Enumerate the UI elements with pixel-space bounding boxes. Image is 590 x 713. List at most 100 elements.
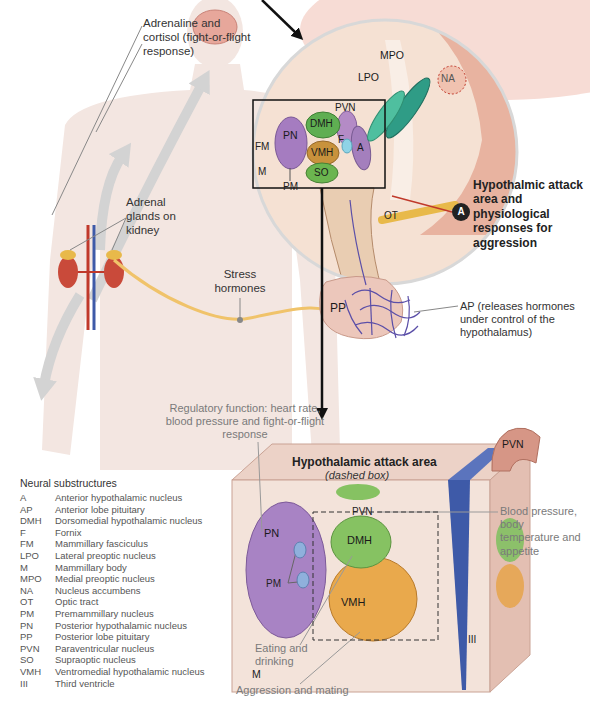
legend-entry: NA (20, 585, 54, 596)
stress-hormone-path (114, 260, 345, 319)
nucleus-label: A (357, 143, 364, 153)
legend-entry: M (20, 562, 54, 573)
nucleus-shape (492, 428, 540, 471)
legend-entry: VMH (20, 666, 54, 677)
legend-entry: Premammillary nucleus (55, 608, 225, 619)
legend-entry: Ventromedial hypothalamic nucleus (55, 666, 225, 677)
capillary (350, 200, 366, 285)
text-label: PM (283, 181, 305, 193)
nucleus-shape (348, 125, 373, 171)
leader-line (112, 218, 126, 250)
legend-entry: AP (20, 504, 54, 515)
text-label: NA (441, 73, 467, 85)
hormone-arrow (92, 84, 202, 300)
legend-entry: OT (20, 596, 54, 607)
legend-entry: Third ventricle (55, 678, 225, 689)
legend-entry: Fornix (55, 527, 225, 538)
legend-entry: LPO (20, 550, 54, 561)
text-label: OT (384, 210, 406, 222)
nucleus-shape (362, 87, 410, 145)
legend-entry: PP (20, 631, 54, 642)
legend-entry: Dorsomedial hypothalamic nucleus (55, 515, 225, 526)
nucleus-label: VMH (311, 148, 333, 158)
nucleus-shape (246, 502, 326, 638)
text-label: III (468, 634, 488, 646)
block-side (490, 444, 530, 692)
nucleus-accumbens (438, 66, 466, 94)
leader-dot (237, 317, 243, 323)
text-label: F (338, 134, 348, 146)
adrenal-gland (60, 250, 76, 260)
legend-entry: PM (20, 608, 54, 619)
legend-entry: SO (20, 654, 54, 665)
text-label: Stress hormones (208, 268, 272, 296)
nucleus-outline (274, 116, 308, 170)
legend-entry: Lateral preoptic nucleus (55, 550, 225, 561)
legend-entry: Medial preoptic nucleus (55, 573, 225, 584)
legend-entry: Nucleus accumbens (55, 585, 225, 596)
legend-entry: Anterior lobe pituitary (55, 504, 225, 515)
nucleus-label: VMH (341, 597, 365, 608)
text-label: Hypothalamic attack area (292, 455, 452, 469)
nucleus-node: DMH (305, 110, 341, 140)
leader-line (96, 44, 142, 132)
nucleus-label: SO (314, 168, 328, 178)
nucleus-outline (327, 555, 419, 643)
legend-entry: FM (20, 538, 54, 549)
adrenal-gland (106, 250, 122, 260)
text-label: Aggression and mating (236, 684, 386, 697)
text-label: Adrenal glands on kidney (126, 196, 188, 237)
nucleus-shape (306, 112, 340, 138)
text-label: Neural substructures (20, 477, 180, 490)
legend-entry: DMH (20, 515, 54, 526)
nucleus-node: PVN (486, 423, 544, 473)
nucleus-label: DMH (310, 119, 333, 129)
nucleus-shape (306, 163, 338, 183)
leader-line (290, 168, 291, 181)
text-label: PVN (352, 506, 382, 518)
nucleus-node: VMH (306, 140, 340, 166)
callout-line (392, 196, 452, 212)
nucleus-label: PVN (335, 103, 356, 113)
legend-entry: Mammillary fasciculus (55, 538, 225, 549)
nucleus-node: SO (305, 162, 339, 184)
text-label: AP (releases hormones under control of t… (460, 300, 586, 340)
text-label: A (452, 206, 470, 218)
text-label: PM (266, 578, 288, 590)
nucleus-shape (329, 557, 417, 641)
text-label: Regulatory function: heart rate, blood p… (165, 402, 325, 442)
legend-entry: Posterior lobe pituitary (55, 631, 225, 642)
legend-entry: Optic tract (55, 596, 225, 607)
nucleus-shape (275, 117, 307, 169)
legend-entry: A (20, 492, 54, 503)
pituitary-stalk (320, 188, 382, 290)
text-label: Eating and drinking (255, 642, 335, 668)
legend-entry: PVN (20, 643, 54, 654)
top-nucleus (336, 484, 380, 500)
zoom-box (253, 100, 385, 188)
text-label: (dashed box) (325, 469, 415, 482)
leader-line (240, 298, 241, 318)
legend-entry: Supraoptic nucleus (55, 654, 225, 665)
legend-entry: Posterior hypothalamic nucleus (55, 620, 225, 631)
nucleus-shape (331, 516, 391, 568)
nucleus-label: PP (330, 302, 346, 314)
hormone-arrow (44, 295, 80, 385)
leader-line (52, 26, 142, 215)
legend-entry: Mammillary body (55, 562, 225, 573)
legend-entry: PN (20, 620, 54, 631)
nucleus-node: LPO (356, 70, 406, 152)
nucleus-label: PVN (502, 439, 524, 450)
text-label: M (258, 166, 272, 178)
nucleus-shape (307, 141, 339, 165)
legend-entry: Anterior hypothalamic nucleus (55, 492, 225, 503)
text-label: Adrenaline and cortisol (fight-or-flight… (143, 17, 257, 58)
nucleus-node: VMH (327, 555, 419, 643)
nucleus-label: DMH (347, 535, 372, 546)
vena-cava (93, 225, 96, 330)
nucleus-label: LPO (358, 72, 379, 83)
text-label: Hypothalmic attack area and physiologica… (473, 178, 588, 250)
zoom-arrow (321, 188, 324, 410)
attack-area-box (313, 512, 438, 640)
